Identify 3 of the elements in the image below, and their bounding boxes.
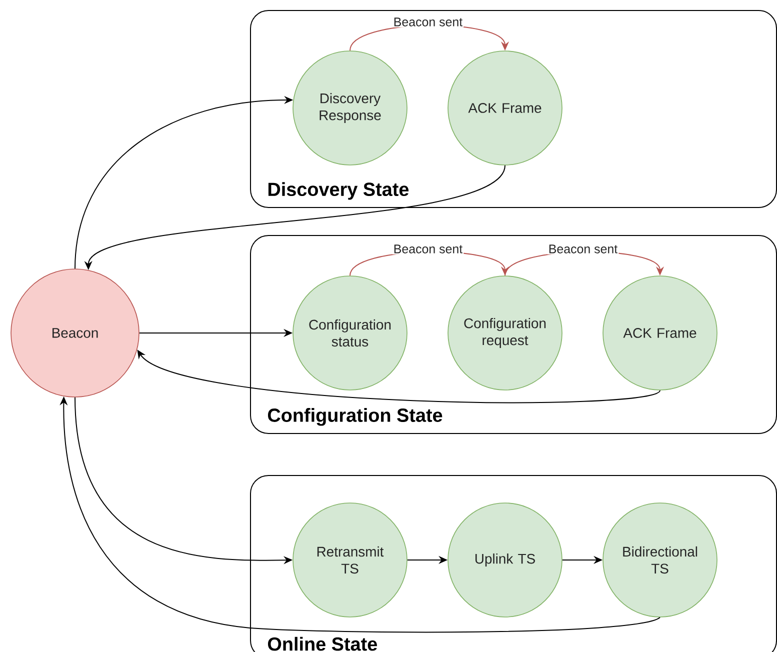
edge-label: Beacon sent xyxy=(392,16,464,28)
edge-label: Beacon sent xyxy=(547,244,619,254)
edge-label: Beacon sent xyxy=(392,244,464,254)
